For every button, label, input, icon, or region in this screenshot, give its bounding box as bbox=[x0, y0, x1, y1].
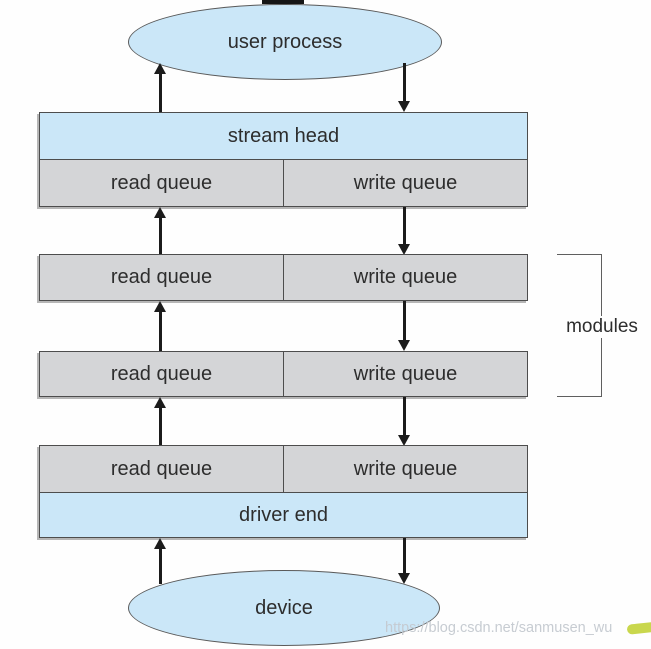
write-queue-cell: write queue bbox=[284, 352, 527, 396]
stream-head-label: stream head bbox=[227, 124, 340, 147]
user-process-label: user process bbox=[227, 30, 343, 53]
module-row-2: read queue write queue bbox=[39, 351, 528, 397]
read-path-arrow-up-icon bbox=[154, 397, 167, 446]
module-2-queue-row: read queue write queue bbox=[40, 352, 527, 396]
write-path-arrow-down-icon bbox=[398, 538, 411, 584]
write-queue-cell: write queue bbox=[284, 160, 527, 206]
write-queue-label: write queue bbox=[353, 457, 458, 480]
driver-end-label: driver end bbox=[239, 503, 328, 526]
read-path-arrow-up-icon bbox=[154, 207, 167, 255]
top-crop-mark bbox=[262, 0, 304, 4]
stream-head-queue-row: read queue write queue bbox=[40, 160, 527, 206]
write-path-arrow-down-icon bbox=[398, 397, 411, 446]
write-queue-label: write queue bbox=[353, 171, 458, 194]
driver-queue-row: read queue write queue bbox=[40, 446, 527, 493]
write-queue-label: write queue bbox=[353, 362, 458, 385]
write-path-arrow-down-icon bbox=[398, 207, 411, 255]
write-queue-cell: write queue bbox=[284, 255, 527, 300]
node-user-process: user process bbox=[128, 4, 442, 80]
read-queue-label: read queue bbox=[110, 362, 213, 385]
read-path-arrow-up-icon bbox=[154, 63, 167, 112]
read-path-arrow-up-icon bbox=[154, 301, 167, 351]
read-queue-label: read queue bbox=[110, 457, 213, 480]
node-driver-end: driver end bbox=[40, 493, 527, 537]
read-path-arrow-up-icon bbox=[154, 538, 167, 584]
module-row-1: read queue write queue bbox=[39, 254, 528, 301]
write-path-arrow-down-icon bbox=[398, 63, 411, 112]
write-path-arrow-down-icon bbox=[398, 301, 411, 351]
read-queue-label: read queue bbox=[110, 171, 213, 194]
write-queue-label: write queue bbox=[353, 266, 458, 288]
read-queue-cell: read queue bbox=[40, 160, 284, 206]
csdn-pen-icon bbox=[626, 621, 651, 635]
read-queue-cell: read queue bbox=[40, 352, 284, 396]
watermark-url-text: https://blog.csdn.net/sanmusen_wu bbox=[385, 620, 613, 636]
stream-head-block: stream head read queue write queue bbox=[39, 112, 528, 207]
write-queue-cell: write queue bbox=[284, 446, 527, 492]
node-device: device bbox=[128, 570, 440, 646]
driver-end-block: read queue write queue driver end bbox=[39, 445, 528, 538]
node-stream-head: stream head bbox=[40, 113, 527, 160]
modules-label: modules bbox=[562, 316, 642, 338]
read-queue-cell: read queue bbox=[40, 255, 284, 300]
module-1-queue-row: read queue write queue bbox=[40, 255, 527, 300]
device-label: device bbox=[255, 596, 313, 619]
read-queue-cell: read queue bbox=[40, 446, 284, 492]
read-queue-label: read queue bbox=[110, 266, 213, 288]
